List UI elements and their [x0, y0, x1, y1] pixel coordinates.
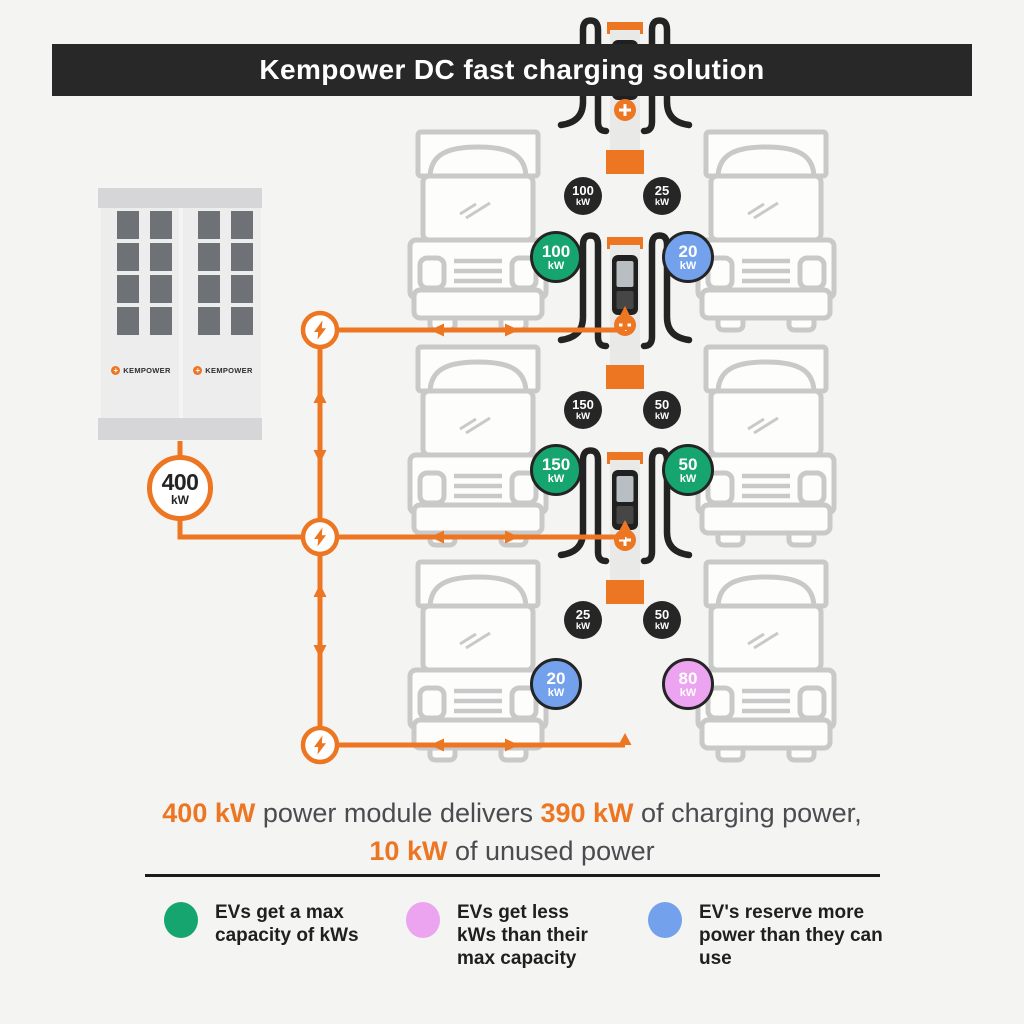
cabinet-brand-label: + KEMPOWER: [104, 366, 178, 375]
legend-item-less-than-max: EVs get less kWs than their max capacity: [406, 901, 609, 971]
legend-dot-blue: [648, 902, 682, 938]
power-module-output-badge: 400 kW: [147, 455, 213, 521]
legend-divider: [145, 874, 880, 877]
flow-arrows: [313, 306, 632, 752]
header-bar: Kempower DC fast charging solution: [52, 44, 972, 96]
legend-dot-green: [164, 902, 198, 938]
summary-line-1: 400 kW power module delivers 390 kW of c…: [162, 798, 862, 828]
summary-line-2: 10 kW of unused power: [369, 835, 655, 866]
cabinet-brand-label: + KEMPOWER: [186, 366, 260, 375]
kempower-logo-icon: +: [111, 366, 121, 375]
summary-text: 400 kW power module delivers 390 kW of c…: [0, 795, 1024, 871]
legend-item-max-capacity: EVs get a max capacity of kWs: [164, 901, 377, 947]
lightning-bolt-icon: [303, 728, 337, 762]
legend-dot-pink: [406, 902, 440, 938]
kempower-logo-icon: +: [193, 366, 203, 375]
power-cabinet: [98, 188, 262, 440]
lightning-bolt-icon: [303, 520, 337, 554]
legend-item-reserve-more: EV's reserve more power than they can us…: [648, 901, 887, 971]
page-title: Kempower DC fast charging solution: [259, 54, 765, 85]
lightning-bolt-icon: [303, 313, 337, 347]
cabinet-vents: [117, 211, 253, 335]
